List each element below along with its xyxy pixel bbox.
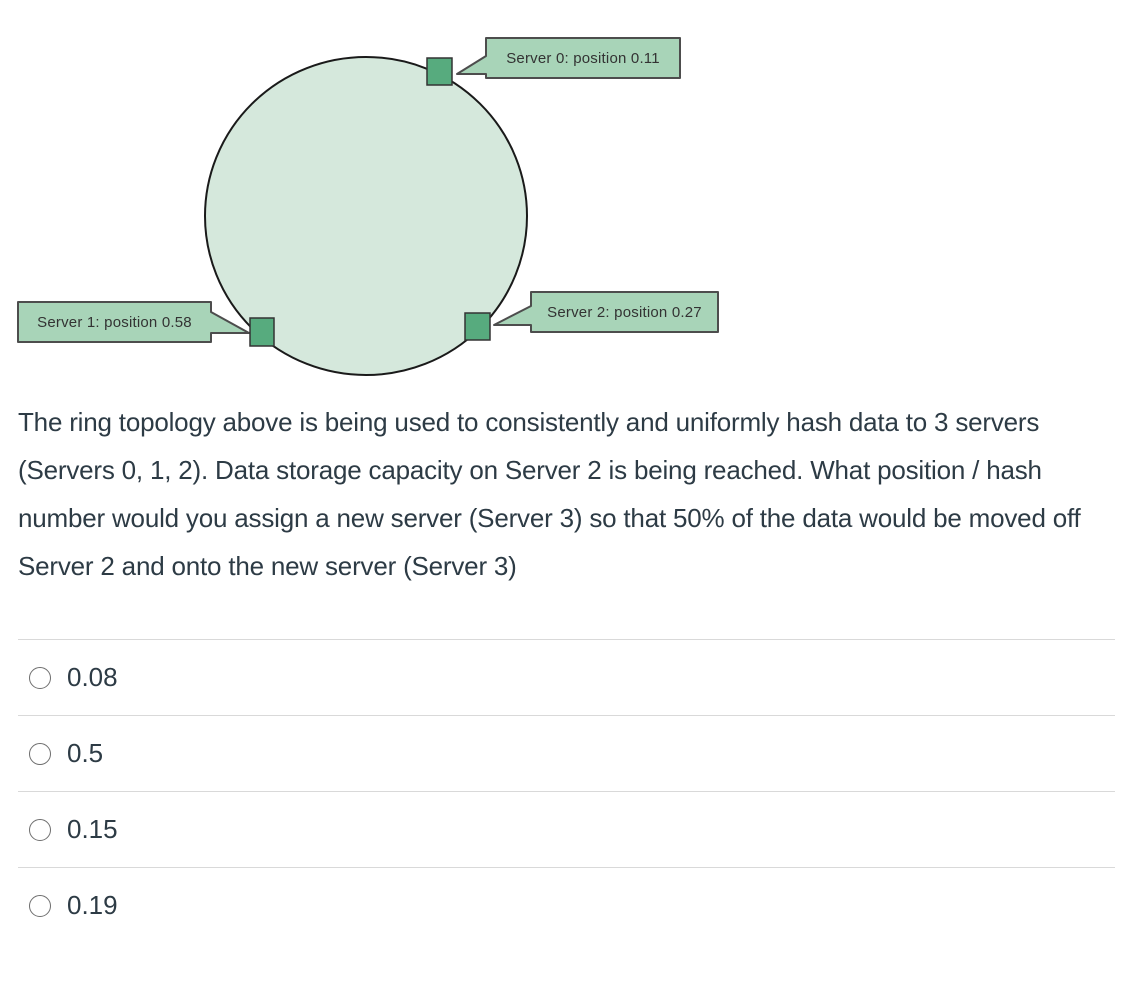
server-0-marker <box>426 57 453 86</box>
ring-topology-svg <box>17 37 719 376</box>
server-1-callout-bubble <box>17 301 250 343</box>
answer-option-label: 0.15 <box>67 814 118 844</box>
server-2-callout-bubble <box>493 291 719 333</box>
server-1-callout-label: Server 1: position 0.58 <box>37 313 192 331</box>
radio-button[interactable] <box>29 894 51 917</box>
radio-button[interactable] <box>29 742 51 765</box>
radio-button[interactable] <box>29 818 51 841</box>
answer-option-3[interactable]: 0.15 <box>18 791 1115 867</box>
server-0-callout-bubble <box>456 37 681 79</box>
answer-options: 0.08 0.5 0.15 0.19 <box>18 639 1115 943</box>
server-2-callout-label: Server 2: position 0.27 <box>547 303 702 321</box>
server-1-marker <box>249 317 275 347</box>
question-text: The ring topology above is being used to… <box>18 407 1081 581</box>
ring-topology-diagram: Server 0: position 0.11 Server 1: positi… <box>0 0 1130 378</box>
answer-option-4[interactable]: 0.19 <box>18 867 1115 943</box>
answer-option-2[interactable]: 0.5 <box>18 715 1115 791</box>
answer-option-1[interactable]: 0.08 <box>18 639 1115 715</box>
answer-option-label: 0.19 <box>67 890 118 920</box>
radio-button[interactable] <box>29 666 51 689</box>
hash-ring-circle <box>204 56 528 376</box>
server-0-callout-label: Server 0: position 0.11 <box>506 49 660 67</box>
server-2-marker <box>464 312 491 341</box>
answer-option-label: 0.5 <box>67 738 104 768</box>
answer-option-label: 0.08 <box>67 662 118 692</box>
